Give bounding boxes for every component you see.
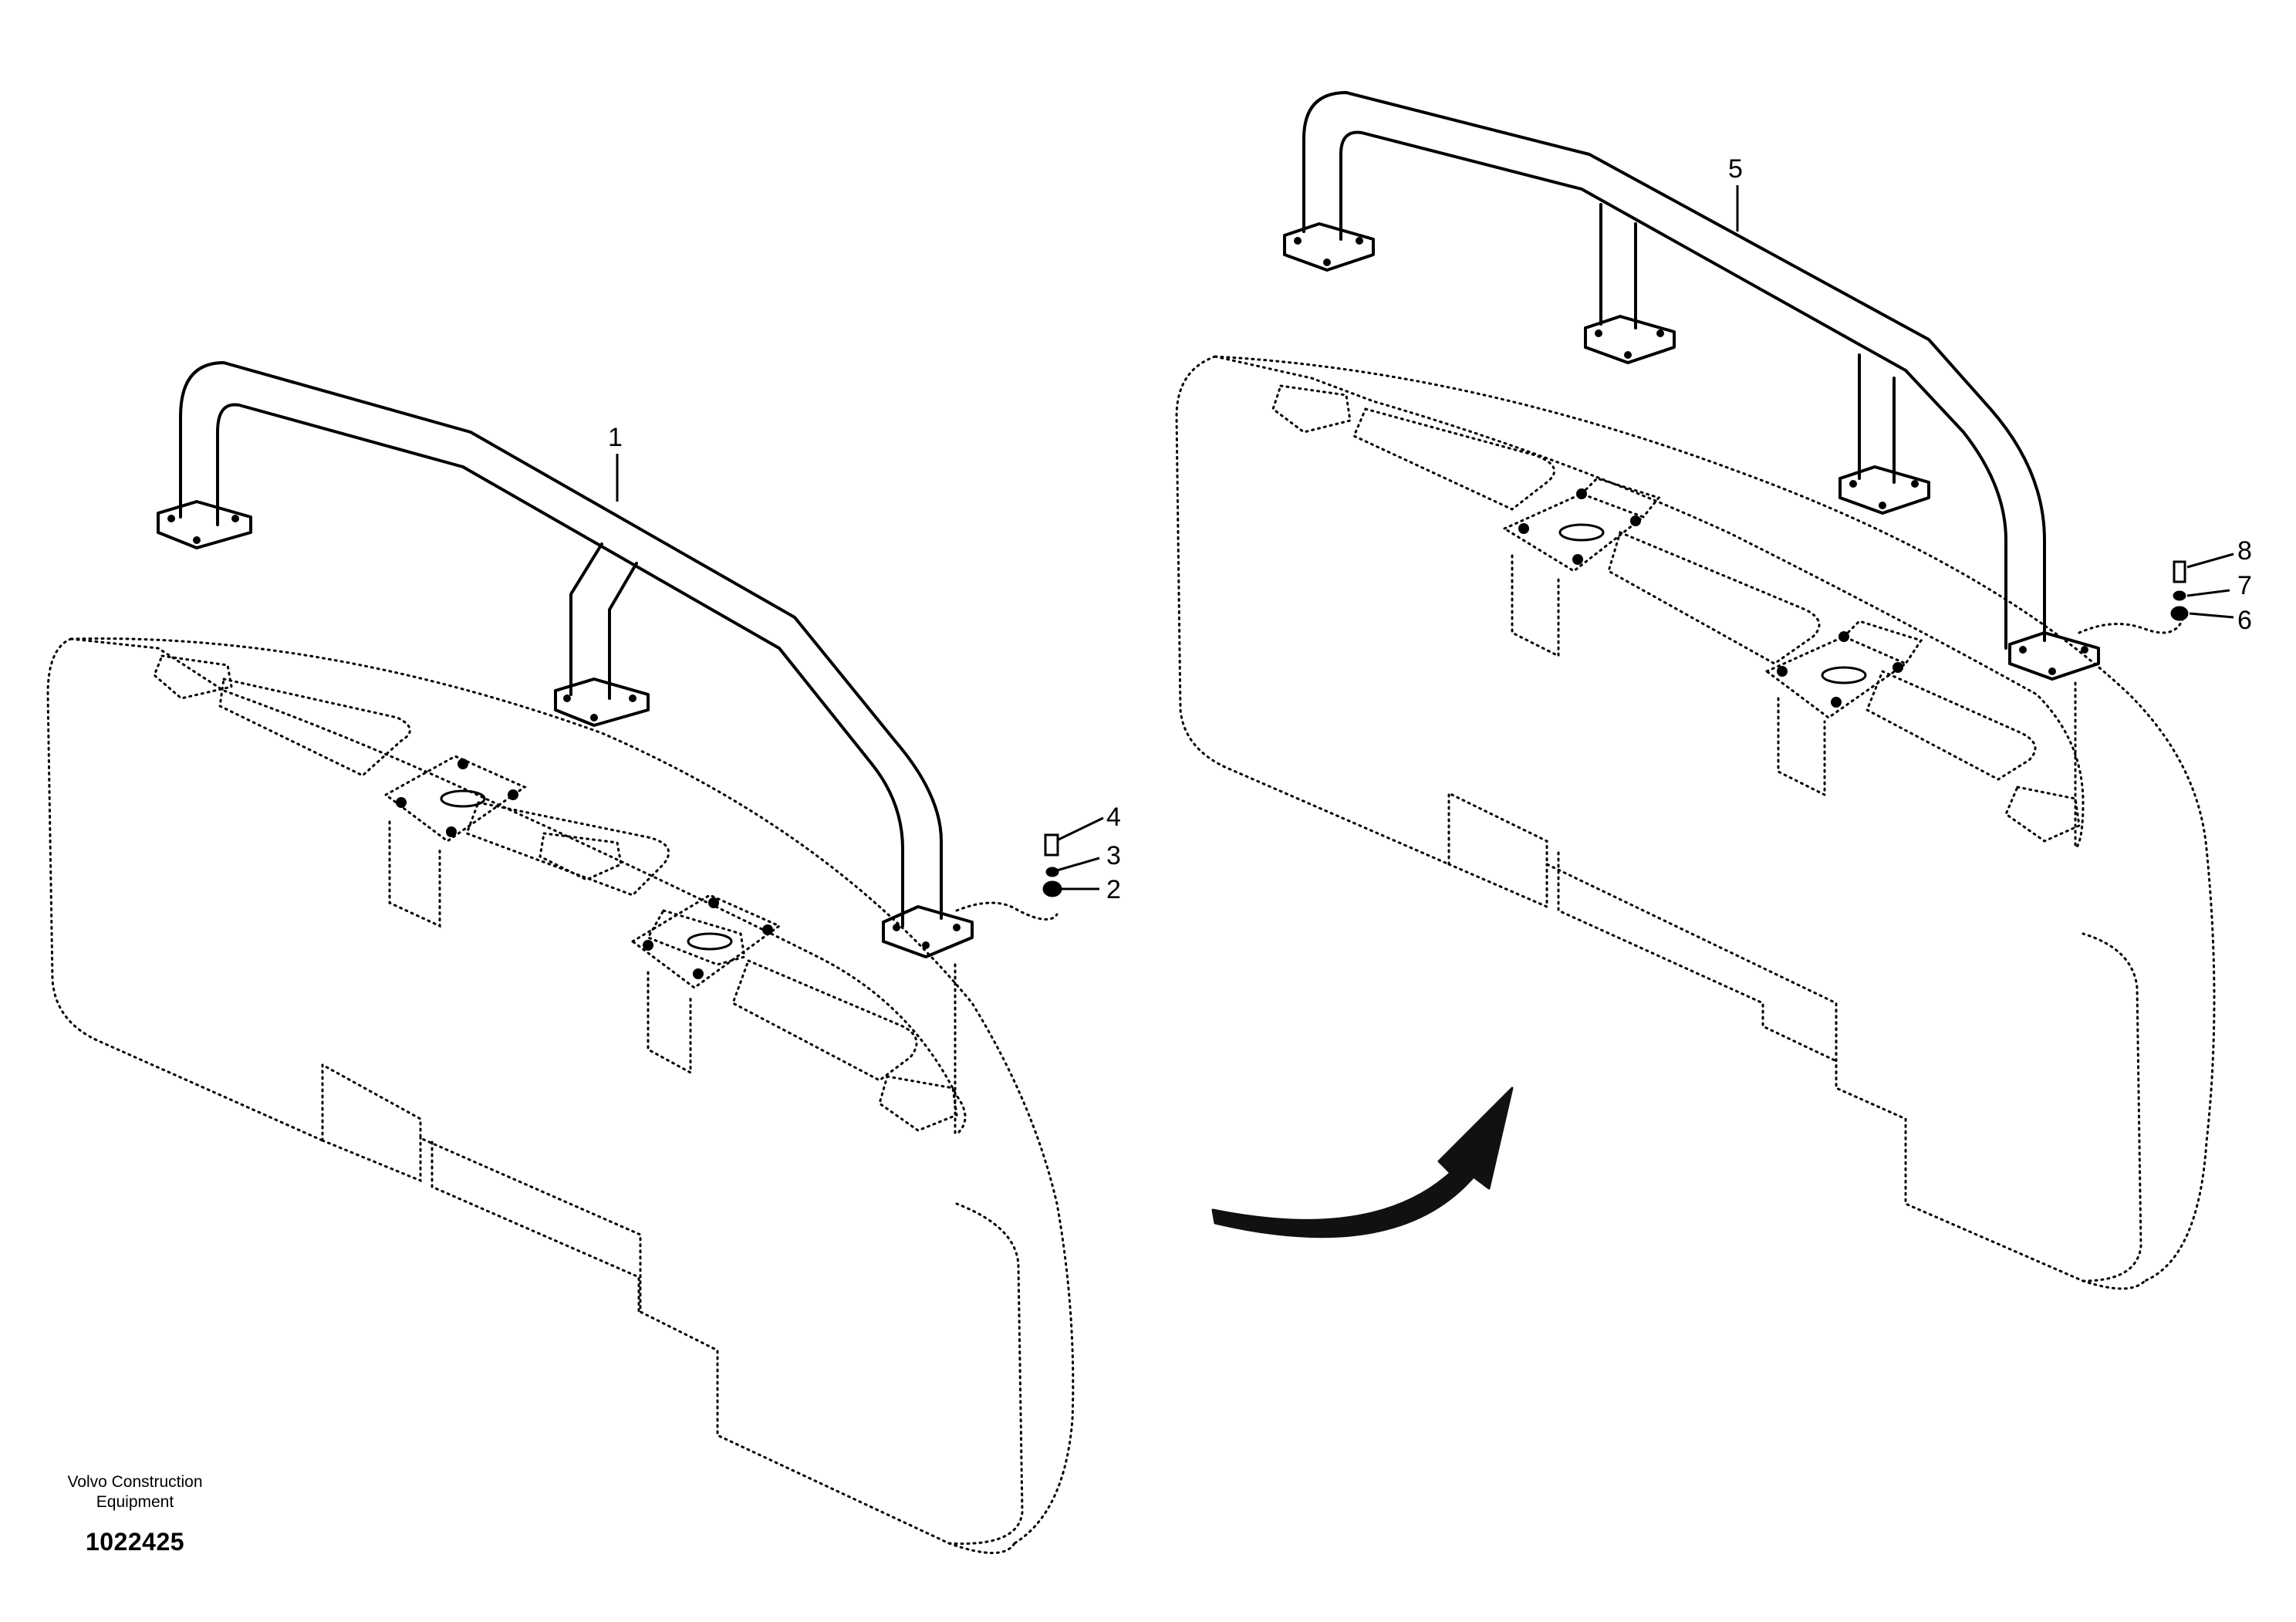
washer-icon [1045, 867, 1059, 877]
right-foot-bolts [1294, 237, 2088, 675]
right-handrail [1283, 91, 2100, 681]
callout-1: 1 [608, 423, 623, 452]
left-callout-leaders [616, 454, 1104, 890]
bolt-icon [1044, 833, 1059, 857]
left-counterweight-outline [46, 637, 1075, 1554]
callout-6: 6 [2237, 606, 2252, 635]
rotation-arrow-icon [1211, 1086, 1514, 1238]
callout-5: 5 [1728, 154, 1743, 184]
callout-8: 8 [2237, 536, 2252, 566]
right-hardware-stack [2170, 560, 2189, 621]
nut-icon [2170, 606, 2189, 621]
title-block: Volvo Construction Equipment 1022425 [31, 1472, 239, 1556]
right-plate-bolts [1518, 488, 1903, 708]
bolt-icon [2173, 560, 2186, 583]
left-hardware-stack [1042, 833, 1062, 897]
callout-2: 2 [1106, 875, 1121, 904]
right-assembly: 5 8 7 6 [1175, 91, 2252, 1290]
left-foot-bolts [167, 515, 961, 949]
right-counterweight-outline [1175, 355, 2216, 1290]
manufacturer-name: Volvo Construction Equipment [31, 1472, 239, 1512]
manufacturer-line-2: Equipment [96, 1493, 174, 1511]
washer-icon [2173, 590, 2186, 601]
callout-4: 4 [1106, 803, 1121, 832]
left-handrail [157, 361, 974, 958]
callout-3: 3 [1106, 841, 1121, 870]
document-number: 1022425 [85, 1528, 185, 1556]
left-plate-bolts [396, 759, 773, 979]
right-callout-leaders [1736, 185, 2234, 619]
nut-icon [1042, 880, 1062, 897]
manufacturer-line-1: Volvo Construction [67, 1473, 203, 1491]
left-assembly: 1 4 3 2 [46, 361, 1121, 1554]
callout-7: 7 [2237, 571, 2252, 600]
